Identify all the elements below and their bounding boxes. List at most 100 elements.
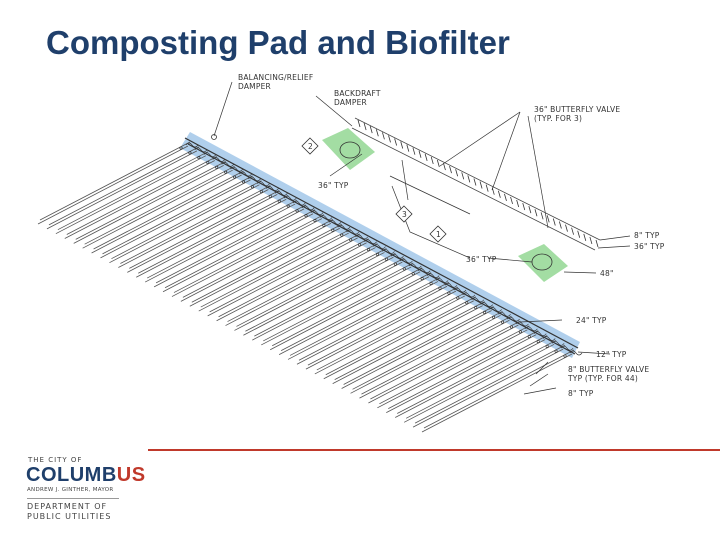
lateral-pipe: [307, 286, 459, 366]
valve-symbol: [417, 268, 431, 274]
lateral-pipe: [254, 257, 405, 337]
lateral-pipe: [350, 314, 501, 394]
duct-connector: [559, 221, 562, 229]
valve-symbol: [462, 292, 476, 298]
valve-symbol: [551, 340, 565, 346]
valve-symbol: [563, 354, 567, 358]
valve-symbol: [456, 296, 460, 300]
lateral-pipe: [66, 156, 217, 235]
valve-symbol: [322, 223, 326, 227]
valve-symbol: [257, 181, 270, 187]
label-butterfly-36-1: 36" BUTTERFLY VALVE: [534, 105, 620, 114]
lateral-pipe: [164, 209, 316, 289]
valve-symbol: [391, 253, 404, 259]
valve-symbol: [212, 157, 226, 162]
duct-connectors: [357, 119, 599, 248]
valve-symbol: [542, 336, 556, 341]
lateral-pipe: [191, 223, 342, 303]
lateral-pipe: [352, 310, 503, 390]
lateral-pipe: [138, 194, 289, 274]
leader-lines: [213, 81, 631, 395]
aeration-laterals: [37, 141, 575, 433]
lateral-pipe: [316, 291, 468, 371]
lateral-pipe: [182, 219, 334, 298]
callout-3: 3: [402, 210, 407, 219]
lateral-pipe: [75, 160, 226, 240]
lateral-pipe: [341, 310, 492, 389]
valve-symbol: [373, 244, 386, 249]
valve-symbol: [233, 175, 237, 179]
callout-diamonds: [301, 137, 447, 243]
duct-connector: [589, 236, 593, 245]
valve-symbol: [301, 205, 315, 211]
lateral-pipe: [289, 277, 441, 356]
duct-connector: [571, 227, 574, 235]
lateral-pipe: [325, 296, 476, 376]
duct-connector: [382, 132, 385, 140]
duct-connector: [430, 156, 434, 165]
lateral-pipe: [395, 339, 546, 418]
lateral-pipe: [171, 218, 323, 297]
valve-symbol: [197, 156, 201, 160]
lateral-pipe: [200, 228, 351, 308]
valve-symbol: [533, 331, 547, 336]
valve-symbol: [471, 297, 485, 303]
valve-symbol: [400, 258, 413, 264]
valve-symbol: [426, 273, 440, 278]
lateral-pipe: [146, 199, 298, 279]
lateral-pipe: [129, 190, 280, 269]
label-48: 48": [600, 269, 614, 278]
label-12-typ: 12" TYP: [596, 350, 627, 359]
valve-symbol: [480, 302, 493, 307]
exhaust-duct: [351, 117, 601, 251]
valve-symbol: [382, 249, 395, 254]
lateral-pipe: [388, 330, 539, 410]
valve-symbol: [516, 321, 529, 327]
footer-divider: [148, 449, 720, 451]
valve-symbol: [346, 229, 360, 235]
valve-symbol: [536, 339, 540, 344]
lateral-pipe: [218, 238, 369, 318]
lateral-pipe: [370, 320, 521, 400]
lateral-pipe: [412, 348, 564, 428]
lateral-pipe: [55, 155, 207, 235]
lateral-pipe: [236, 248, 387, 327]
label-36-typ-a: 36" TYP: [318, 181, 349, 190]
label-balancing-damper-1: BALANCING/RELIEF: [238, 73, 313, 82]
valve-symbol: [447, 291, 451, 295]
duct-connector: [375, 129, 379, 137]
valve-symbol: [507, 316, 520, 322]
lateral-pipe: [82, 169, 233, 249]
logo-dept-line2: PUBLIC UTILITIES: [27, 512, 112, 521]
label-balancing-damper-2: DAMPER: [238, 82, 271, 91]
duct-connector: [406, 144, 410, 152]
lateral-pipe: [332, 305, 483, 384]
lateral-pipe: [91, 174, 242, 254]
lateral-pipe: [414, 344, 566, 424]
lateral-pipe: [323, 300, 474, 380]
valve-symbol: [340, 233, 344, 237]
duct-connector: [534, 209, 538, 217]
label-36-typ-right: 36" TYP: [634, 242, 665, 251]
duct-connector: [497, 190, 501, 198]
lateral-pipe: [296, 285, 448, 365]
valve-symbol: [179, 146, 183, 150]
valve-symbol: [408, 263, 422, 269]
valve-symbol: [331, 228, 335, 232]
valve-symbol: [188, 151, 192, 155]
valve-symbol: [239, 171, 252, 177]
valve-symbol: [393, 262, 397, 266]
valve-symbol: [492, 315, 496, 319]
duct-connector: [461, 172, 465, 180]
valve-symbol: [560, 345, 574, 351]
label-8-typ-top: 8" TYP: [634, 231, 660, 240]
lateral-pipe: [386, 334, 537, 414]
lateral-pipe: [153, 208, 305, 288]
valve-symbol: [355, 234, 368, 240]
valve-symbol: [500, 320, 505, 324]
valve-symbol: [465, 301, 469, 305]
duct-connector: [595, 239, 599, 248]
valve-symbol: [275, 191, 288, 196]
duct-connector: [388, 135, 391, 143]
duct-connector: [577, 230, 581, 238]
